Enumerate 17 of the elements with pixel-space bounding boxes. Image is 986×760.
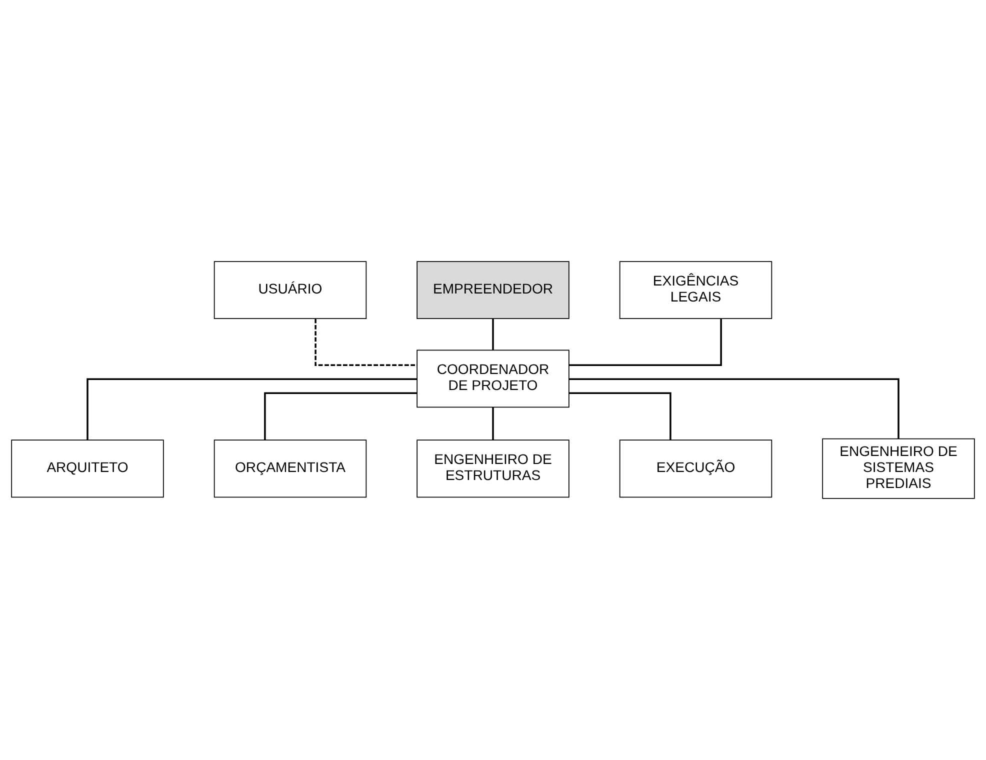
node-box: ENGENHEIRO DE SISTEMAS PREDIAIS [822, 438, 975, 499]
node-box: ORÇAMENTISTA [214, 440, 367, 498]
node-box: ARQUITETO [11, 440, 164, 498]
node-box: EMPREENDEDOR [416, 261, 570, 319]
node-box: EXIGÊNCIAS LEGAIS [619, 261, 772, 319]
connector [568, 318, 722, 366]
connector [314, 318, 417, 366]
connector [492, 318, 494, 350]
connector [86, 378, 417, 440]
node-box: USUÁRIO [214, 261, 367, 319]
connector [264, 392, 418, 440]
connector [492, 407, 494, 440]
connector [569, 392, 672, 440]
node-box: COORDENADOR DE PROJETO [416, 350, 570, 408]
node-box: EXECUÇÃO [619, 440, 772, 498]
node-box: ENGENHEIRO DE ESTRUTURAS [416, 440, 570, 498]
connector [569, 378, 900, 439]
